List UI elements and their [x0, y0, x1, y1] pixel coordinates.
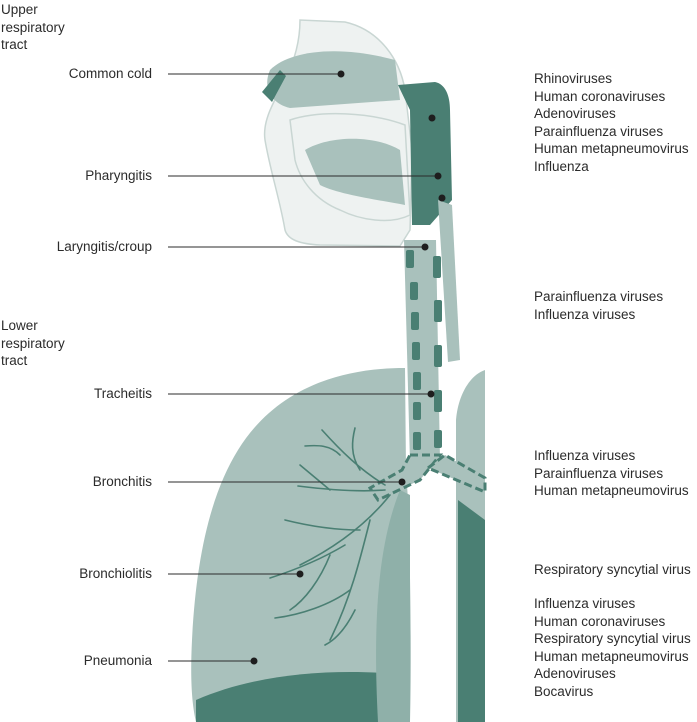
nasal-cavity: [267, 51, 400, 108]
pathogen-list-pneumonia: Influenza viruses Human coronaviruses Re…: [534, 595, 691, 701]
lower-heading-line: respiratory: [1, 335, 65, 351]
pathogen-item: Influenza: [534, 158, 589, 174]
upper-heading-line: Upper: [1, 2, 38, 17]
pathogen-item: Respiratory syncytial virus: [534, 562, 691, 577]
pathogen-item: Parainfluenza viruses: [534, 465, 664, 481]
pathogen-item: Human metapneumovirus: [534, 648, 689, 664]
location-dots: [250, 70, 446, 665]
nasal-dark-rim: [262, 70, 286, 102]
nasopharynx: [398, 82, 452, 225]
pathogen-item: Human metapneumovirus: [534, 141, 689, 157]
upper-heading-line: respiratory: [1, 19, 65, 35]
pathogen-item: Bocavirus: [534, 683, 594, 699]
esophagus: [438, 200, 460, 362]
condition-label-pharyngitis: Pharyngitis: [85, 168, 152, 183]
leader-lines: [168, 73, 438, 662]
pathogen-item: Adenoviruses: [534, 666, 616, 682]
pathogen-item: Adenoviruses: [534, 106, 616, 122]
trachea-cartilage: [406, 250, 442, 450]
condition-label-bronchitis: Bronchitis: [92, 474, 152, 489]
bronchiole-tree: [269, 427, 391, 646]
upper-heading-line: tract: [1, 37, 28, 52]
condition-label-common-cold: Common cold: [68, 66, 152, 81]
condition-label-laryngitis-croup: Laryngitis/croup: [56, 239, 152, 254]
condition-label-pneumonia: Pneumonia: [83, 653, 152, 668]
pathogen-list-upper: Rhinoviruses Human coronaviruses Adenovi…: [534, 70, 689, 176]
tongue: [305, 138, 405, 205]
pathogen-item: Human coronaviruses: [534, 88, 666, 104]
pathogen-item: Parainfluenza viruses: [534, 123, 664, 139]
right-lung-dark: [458, 500, 485, 722]
condition-label-tracheitis: Tracheitis: [93, 386, 152, 401]
right-main-bronchus: [425, 453, 487, 495]
pathogen-item: Human coronaviruses: [534, 613, 666, 629]
upper-tract-heading: Upper respiratory tract: [1, 1, 65, 54]
left-lung-base-shade: [196, 671, 410, 722]
pathogen-list-laryngitis: Parainfluenza viruses Influenza viruses: [534, 288, 663, 323]
lower-tract-heading: Lower respiratory tract: [1, 317, 65, 370]
pathogen-item: Influenza viruses: [534, 448, 636, 463]
lower-heading-line: tract: [1, 353, 28, 368]
lower-heading-line: Lower: [1, 318, 38, 333]
pathogen-item: Respiratory syncytial virus: [534, 631, 691, 647]
pathogen-list-bronchitis: Influenza viruses Parainfluenza viruses …: [534, 447, 689, 500]
condition-label-bronchiolitis: Bronchiolitis: [79, 566, 152, 581]
left-lung-inner-edge: [376, 490, 410, 722]
pathogen-item: Parainfluenza viruses: [534, 289, 664, 304]
left-lung: [191, 368, 411, 722]
pathogen-list-bronchiolitis: Respiratory syncytial virus: [534, 561, 691, 579]
pathogen-item: Influenza viruses: [534, 596, 636, 611]
pathogen-item: Influenza viruses: [534, 306, 636, 322]
pathogen-item: Rhinoviruses: [534, 71, 613, 86]
left-main-bronchus: [367, 453, 444, 502]
pathogen-item: Human metapneumovirus: [534, 483, 689, 499]
